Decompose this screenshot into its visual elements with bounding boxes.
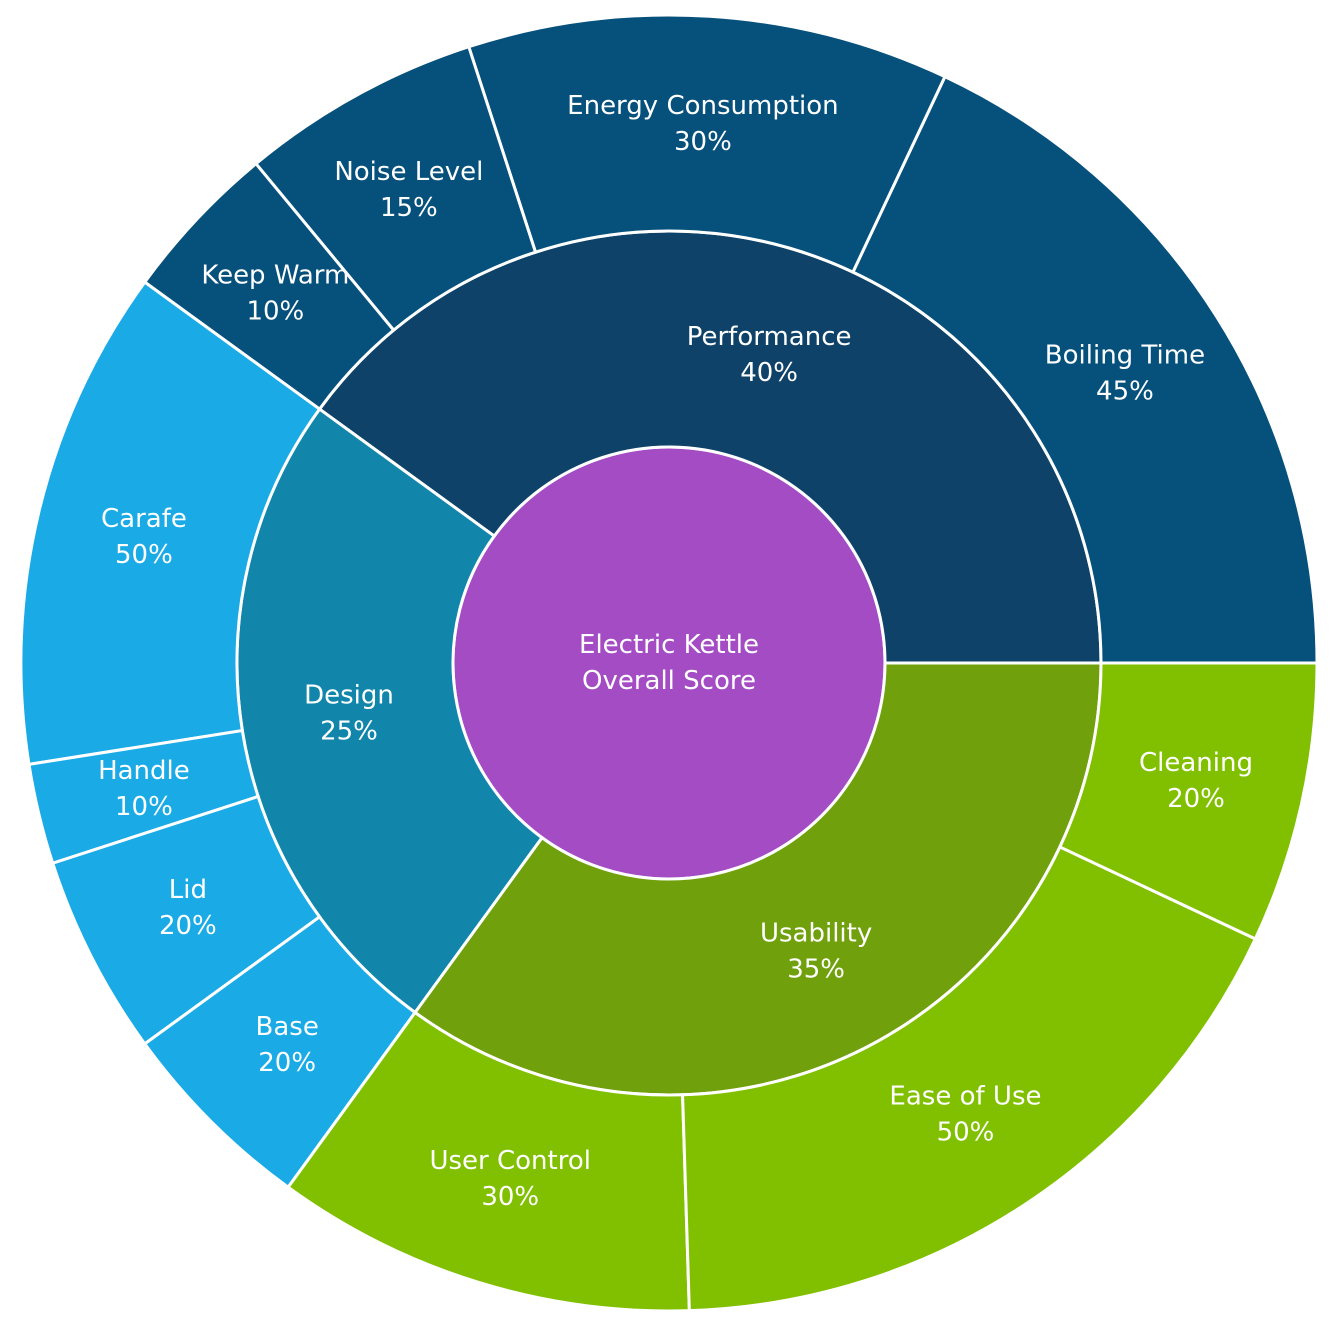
root-segment <box>451 445 887 881</box>
segment-cleaning <box>1057 661 1319 941</box>
segment-ease-of-use <box>681 844 1258 1313</box>
segment-boiling-time <box>850 74 1319 665</box>
segment-energy-consumption <box>466 13 947 275</box>
sunburst-rings <box>19 13 1319 1313</box>
